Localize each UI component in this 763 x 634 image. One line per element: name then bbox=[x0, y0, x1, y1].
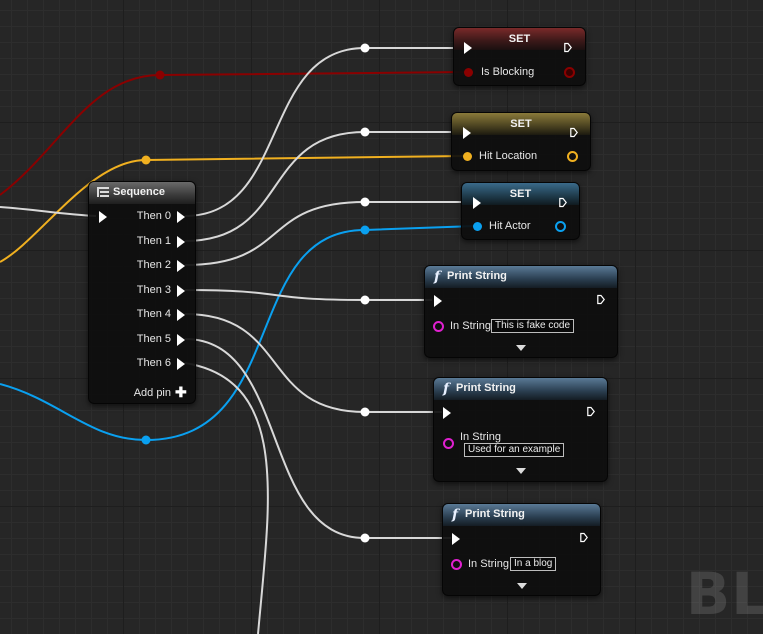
then-4-pin[interactable] bbox=[177, 309, 185, 321]
node-title: SET bbox=[454, 28, 585, 50]
vector-output-pin[interactable] bbox=[567, 151, 578, 162]
reroute-knot bbox=[155, 70, 165, 80]
exec-in-pin[interactable] bbox=[434, 295, 442, 307]
sequence-title: Sequence bbox=[113, 186, 165, 198]
wire-exec-then4 bbox=[184, 313, 442, 413]
exec-in-pin[interactable] bbox=[443, 407, 451, 419]
set-is-blocking-node[interactable]: SET Is Blocking bbox=[453, 27, 586, 86]
function-icon: f bbox=[443, 381, 450, 397]
string-input-pin[interactable] bbox=[433, 321, 444, 332]
pin-label: Is Blocking bbox=[481, 66, 535, 78]
exec-out-pin[interactable] bbox=[564, 42, 572, 53]
wire-vector-hit-location bbox=[0, 155, 466, 263]
wire-exec-then6 bbox=[184, 362, 269, 634]
reroute-knot bbox=[360, 43, 370, 53]
node-title: Print String bbox=[465, 508, 525, 520]
node-header: f Print String bbox=[443, 504, 600, 526]
wire-exec-then1 bbox=[184, 131, 462, 242]
exec-out-pin[interactable] bbox=[587, 406, 595, 417]
then-6-label: Then 6 bbox=[136, 357, 171, 369]
object-input-pin[interactable] bbox=[473, 222, 482, 231]
sequence-node[interactable]: Sequence Then 0 Then 1 Then 2 Then 3 The… bbox=[88, 181, 196, 404]
exec-in-pin[interactable] bbox=[464, 42, 472, 54]
node-title: Sequence bbox=[89, 182, 195, 204]
pin-label: In String bbox=[450, 320, 491, 332]
wire-object-hit-actor bbox=[0, 225, 476, 442]
then-0-label: Then 0 bbox=[136, 210, 171, 222]
then-5-label: Then 5 bbox=[136, 333, 171, 345]
node-header: f Print String bbox=[434, 378, 607, 400]
in-string-field[interactable]: This is fake code bbox=[491, 319, 575, 333]
exec-out-pin[interactable] bbox=[580, 532, 588, 543]
bool-output-pin[interactable] bbox=[564, 67, 575, 78]
blueprint-watermark: BLU bbox=[686, 560, 763, 628]
node-header: f Print String bbox=[425, 266, 617, 288]
function-icon: f bbox=[434, 269, 441, 285]
string-input-pin[interactable] bbox=[443, 438, 454, 449]
then-3-label: Then 3 bbox=[136, 284, 171, 296]
then-2-pin[interactable] bbox=[177, 260, 185, 272]
then-0-pin[interactable] bbox=[177, 211, 185, 223]
reroute-knot bbox=[360, 533, 370, 543]
in-string-field[interactable]: Used for an example bbox=[464, 443, 565, 457]
object-output-pin[interactable] bbox=[555, 221, 566, 232]
plus-icon[interactable]: ✚ bbox=[175, 384, 187, 400]
pin-label: In String bbox=[468, 558, 509, 570]
print-string-node-1[interactable]: f Print String In String This is fake co… bbox=[424, 265, 618, 358]
node-title: Print String bbox=[456, 382, 516, 394]
exec-in-pin[interactable] bbox=[99, 211, 107, 223]
set-hit-actor-node[interactable]: SET Hit Actor bbox=[461, 182, 580, 240]
pin-label: In String bbox=[460, 431, 501, 443]
string-input-pin[interactable] bbox=[451, 559, 462, 570]
then-1-label: Then 1 bbox=[136, 235, 171, 247]
add-pin-button[interactable]: Add pin bbox=[133, 387, 171, 399]
then-4-label: Then 4 bbox=[136, 308, 171, 320]
reroute-knot bbox=[360, 225, 370, 235]
wire-exec-then0 bbox=[184, 47, 462, 217]
print-string-node-2[interactable]: f Print String In String Used for an exa… bbox=[433, 377, 608, 482]
exec-in-pin[interactable] bbox=[473, 197, 481, 209]
reroute-knot bbox=[360, 407, 370, 417]
node-title: SET bbox=[462, 183, 579, 205]
then-6-pin[interactable] bbox=[177, 358, 185, 370]
expand-arrow-icon[interactable] bbox=[517, 583, 527, 589]
exec-out-pin[interactable] bbox=[570, 127, 578, 138]
function-icon: f bbox=[452, 507, 459, 523]
pin-label: Hit Actor bbox=[489, 220, 531, 232]
in-string-field[interactable]: In a blog bbox=[510, 557, 557, 571]
then-1-pin[interactable] bbox=[177, 236, 185, 248]
wire-exec-then2 bbox=[184, 201, 472, 266]
then-5-pin[interactable] bbox=[177, 334, 185, 346]
reroute-knot bbox=[360, 197, 370, 207]
set-hit-location-node[interactable]: SET Hit Location bbox=[451, 112, 591, 171]
reroute-knot bbox=[360, 127, 370, 137]
then-2-label: Then 2 bbox=[136, 259, 171, 271]
reroute-knot bbox=[141, 155, 151, 165]
expand-arrow-icon[interactable] bbox=[516, 345, 526, 351]
reroute-knot bbox=[360, 295, 370, 305]
exec-out-pin[interactable] bbox=[559, 197, 567, 208]
exec-in-pin[interactable] bbox=[463, 127, 471, 139]
node-title: SET bbox=[452, 113, 590, 135]
wire-exec-then5 bbox=[184, 338, 451, 539]
reroute-knot bbox=[141, 435, 151, 445]
node-title: Print String bbox=[447, 270, 507, 282]
wire-bool-is-blocking bbox=[0, 71, 466, 196]
exec-in-pin[interactable] bbox=[452, 533, 460, 545]
wire-exec-in-sequence bbox=[0, 206, 97, 217]
bool-input-pin[interactable] bbox=[464, 68, 473, 77]
vector-input-pin[interactable] bbox=[463, 152, 472, 161]
sequence-icon bbox=[97, 187, 109, 198]
then-3-pin[interactable] bbox=[177, 285, 185, 297]
exec-out-pin[interactable] bbox=[597, 294, 605, 305]
expand-arrow-icon[interactable] bbox=[516, 468, 526, 474]
wire-exec-then3 bbox=[184, 289, 432, 301]
print-string-node-3[interactable]: f Print String In String In a blog bbox=[442, 503, 601, 596]
pin-label: Hit Location bbox=[479, 150, 538, 162]
